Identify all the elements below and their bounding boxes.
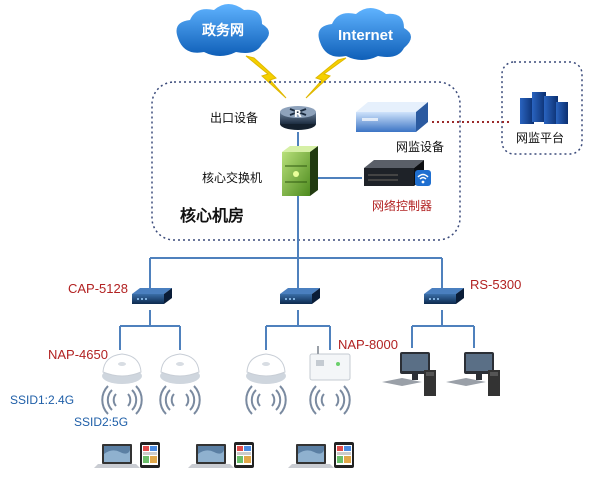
outdoor-ap-icon	[309, 346, 351, 381]
ceiling-ap-icon-2	[159, 353, 201, 385]
internet-label: Internet	[338, 27, 394, 44]
gov-net-label: 政务网	[202, 23, 244, 39]
core-room-title: 核心机房	[180, 206, 245, 225]
network-links	[119, 132, 475, 350]
lightning-bolt-right	[305, 57, 347, 99]
gov-net-cloud	[176, 4, 269, 56]
access-switch-left-icon	[132, 288, 172, 304]
tablet-icon-2	[234, 442, 254, 468]
ceiling-ap-icon-1	[101, 353, 143, 385]
access-switch-right-icon	[424, 288, 464, 304]
ceiling-ap-icon-3	[245, 353, 287, 385]
lightning-bolt-left	[245, 55, 287, 99]
server-cluster-icon	[520, 92, 568, 124]
monitor-platform-boundary	[501, 61, 583, 155]
nap-4650-label: NAP-4650	[48, 347, 108, 362]
wireless-wave-icon-1	[101, 385, 143, 415]
wireless-wave-icon-4	[309, 385, 351, 415]
network-controller-label: 网络控制器	[372, 199, 433, 213]
monitor-device-icon	[356, 102, 428, 132]
cap-5128-label: CAP-5128	[68, 281, 128, 296]
tablet-icon-1	[140, 442, 160, 468]
core-room-boundary	[151, 81, 461, 241]
router-glyph: R	[294, 109, 302, 120]
desktop-pc-icon-1	[382, 352, 436, 396]
access-switch-center-icon	[280, 288, 320, 304]
wireless-wave-icon-3	[245, 385, 287, 415]
wireless-wave-icon-2	[159, 385, 201, 415]
internet-cloud	[318, 8, 411, 60]
rs-5300-label: RS-5300	[470, 277, 522, 292]
wifi-icon	[415, 170, 431, 186]
laptop-icon-1	[94, 444, 140, 468]
router-icon	[280, 106, 316, 130]
laptop-icon-2	[188, 444, 234, 468]
monitor-device-label: 网监设备	[396, 140, 445, 154]
laptop-icon-3	[288, 444, 334, 468]
monitor-platform-label: 网监平台	[516, 131, 565, 145]
ssid2-label: SSID2:5G	[74, 415, 129, 429]
desktop-pc-icon-2	[446, 352, 500, 396]
exit-device-label: 出口设备	[210, 111, 259, 125]
core-switch-icon	[282, 146, 318, 196]
nap-8000-label: NAP-8000	[338, 337, 398, 352]
core-switch-label: 核心交换机	[202, 171, 263, 185]
tablet-icon-3	[334, 442, 354, 468]
ssid1-label: SSID1:2.4G	[10, 393, 75, 407]
